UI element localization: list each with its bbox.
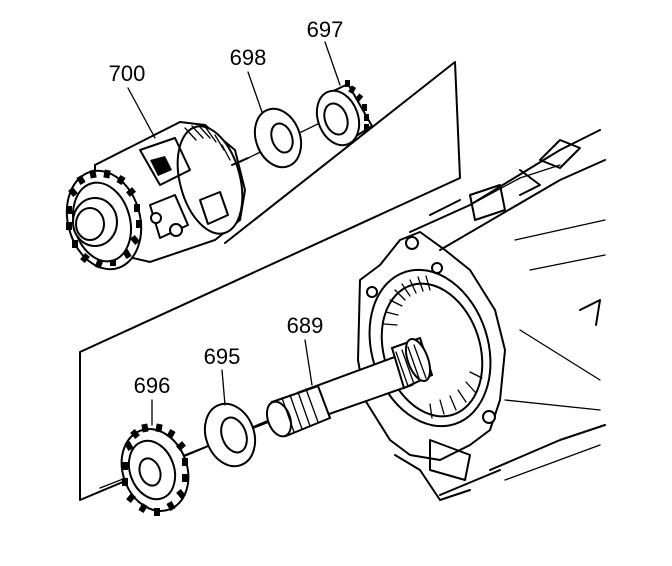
callout-697: 697 xyxy=(307,17,344,42)
bolt-hole xyxy=(482,410,496,424)
callout-696: 696 xyxy=(134,373,171,398)
callout-689: 689 xyxy=(287,313,324,338)
thrust-washer-upper xyxy=(253,107,303,169)
bolt-hole xyxy=(405,236,419,250)
callout-695: 695 xyxy=(204,344,241,369)
callout-698: 698 xyxy=(230,45,267,70)
output-shaft xyxy=(265,336,434,438)
bolt-hole xyxy=(366,286,378,298)
leader-lines xyxy=(127,41,341,426)
thrust-washer-lower xyxy=(203,402,257,468)
side-gear-lower xyxy=(120,423,190,516)
side-gear-upper xyxy=(315,80,374,147)
callout-700: 700 xyxy=(109,61,146,86)
differential-carrier xyxy=(65,120,249,271)
transmission-case xyxy=(357,129,606,501)
